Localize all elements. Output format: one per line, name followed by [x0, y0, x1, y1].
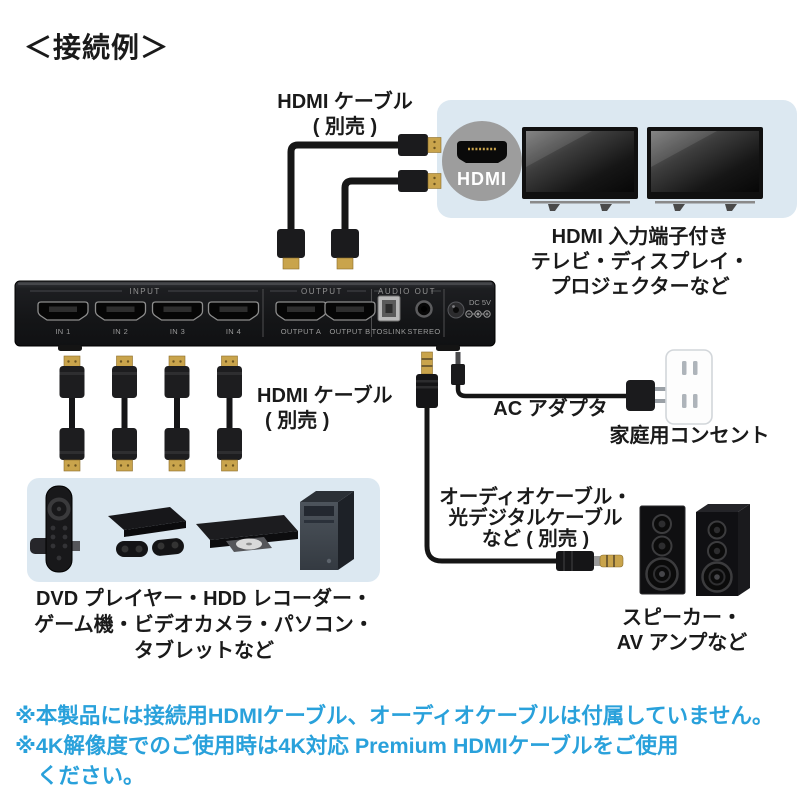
source-devices-caption-line2: ゲーム機・ビデオカメラ・パソコン・ [34, 614, 374, 636]
pc-tower-icon [300, 491, 354, 570]
port-label-toslink: TOSLINK [372, 327, 407, 336]
source-devices-caption: DVD プレイヤー・HDD レコーダー・ ゲーム機・ビデオカメラ・パソコン・ タ… [18, 586, 390, 664]
hdmi-port-in1 [37, 301, 89, 321]
footer-note-2: ※4K解像度でのご使用時は4K対応 Premium HDMIケーブルをご使用 [15, 734, 679, 758]
top-cable-label-line2: ( 別売 ) [312, 116, 378, 138]
audio-cable-label-line3: など ( 別売 ) [481, 528, 590, 550]
dc-polarity-icon [465, 310, 491, 318]
source-devices-caption-line3: タブレットなど [134, 640, 274, 662]
device-foot [58, 345, 82, 351]
footer-note-3: ください。 [37, 764, 145, 788]
port-label-in1: IN 1 [55, 327, 70, 336]
hdmi-port-in4 [207, 301, 260, 321]
port-label-stereo: STEREO [407, 327, 440, 336]
speaker-label-line1: スピーカー・ [622, 607, 742, 629]
mid-cable-label-line2: ( 別売 ) [265, 410, 330, 432]
ac-adapter-label: AC アダプタ [493, 398, 608, 420]
tv-caption-line1: HDMI 入力端子付き [551, 226, 729, 248]
hdmi-badge-label: HDMI [457, 169, 507, 189]
audio-cable [424, 406, 558, 564]
audio-cable-label: オーディオケーブル・ 光デジタルケーブル など ( 別売 ) [433, 487, 638, 550]
port-label-in3: IN 3 [170, 327, 185, 336]
mid-cable-label: HDMI ケーブル ( 別売 ) [257, 384, 392, 434]
top-cable-label-line1: HDMI ケーブル [277, 91, 413, 113]
mid-cable-label-line1: HDMI ケーブル [257, 385, 393, 407]
port-label-in4: IN 4 [226, 327, 241, 336]
tv-caption-line3: プロジェクターなど [550, 276, 730, 298]
tv-caption-line2: テレビ・ディスプレイ・ [530, 251, 750, 273]
port-label-output-b: OUTPUT B [330, 327, 371, 336]
hdmi-cable-icon [111, 355, 138, 472]
audio-plug-icon [556, 551, 624, 571]
page-title: ＜接続例＞ [24, 32, 170, 63]
hdmi-connector-icon: HDMI [442, 121, 522, 201]
hdmi-port-output-a [275, 301, 327, 321]
dvd-player-icon [196, 515, 298, 552]
speaker-label-line2: AV アンプなど [616, 632, 748, 654]
ac-adapter-icon [626, 380, 669, 411]
toslink-port-icon [377, 295, 401, 322]
audio-cable-label-line2: 光デジタルケーブル [448, 507, 623, 529]
hdmi-cable-icon [331, 170, 442, 270]
dc-plug-icon [451, 352, 465, 385]
audio-cable-label-line1: オーディオケーブル・ [439, 486, 632, 508]
speaker-icon [696, 504, 750, 596]
switcher-front-panel: INPUT OUTPUT AUDIO OUT D [14, 280, 496, 351]
audio-out-group-label: AUDIO OUT [378, 287, 436, 296]
hdmi-cable-icon [277, 134, 442, 270]
source-devices-caption-line1: DVD プレイヤー・HDD レコーダー・ [35, 588, 373, 610]
top-cable-label: HDMI ケーブル ( 別売 ) [245, 90, 445, 140]
device-foot [436, 345, 460, 351]
hdmi-cable-icon [216, 355, 243, 472]
hdmi-port-in2 [94, 301, 147, 321]
tv-caption: HDMI 入力端子付き テレビ・ディスプレイ・ プロジェクターなど [480, 225, 800, 300]
dc-5v-label: DC 5V [469, 298, 491, 307]
speaker-icon [639, 505, 686, 595]
hdmi-cable-icon [59, 355, 85, 472]
hdmi-port-output-b [324, 301, 376, 321]
footer-note-1: ※本製品には接続用HDMIケーブル、オーディオケーブルは付属していません。 [15, 704, 774, 728]
dc-jack-icon [447, 301, 465, 319]
outlet-label: 家庭用コンセント [609, 425, 770, 447]
wall-outlet-icon [665, 349, 713, 425]
speaker-label: スピーカー・ AV アンプなど [598, 606, 766, 656]
tv-icon [522, 127, 638, 211]
output-group-label: OUTPUT [301, 287, 343, 296]
audio-plug-icon [416, 351, 438, 408]
stereo-jack-icon [415, 300, 433, 318]
port-label-output-a: OUTPUT A [281, 327, 322, 336]
tv-icon [647, 127, 763, 211]
hdmi-cable-icon [164, 355, 190, 472]
port-label-in2: IN 2 [113, 327, 128, 336]
ac-adapter-cable [455, 384, 626, 399]
game-console-icon [108, 507, 186, 557]
footer-notes: ※本製品には接続用HDMIケーブル、オーディオケーブルは付属していません。 ※4… [15, 701, 795, 791]
streaming-stick-icon [30, 485, 80, 573]
input-group-label: INPUT [129, 287, 161, 296]
hdmi-port-in3 [151, 301, 204, 321]
